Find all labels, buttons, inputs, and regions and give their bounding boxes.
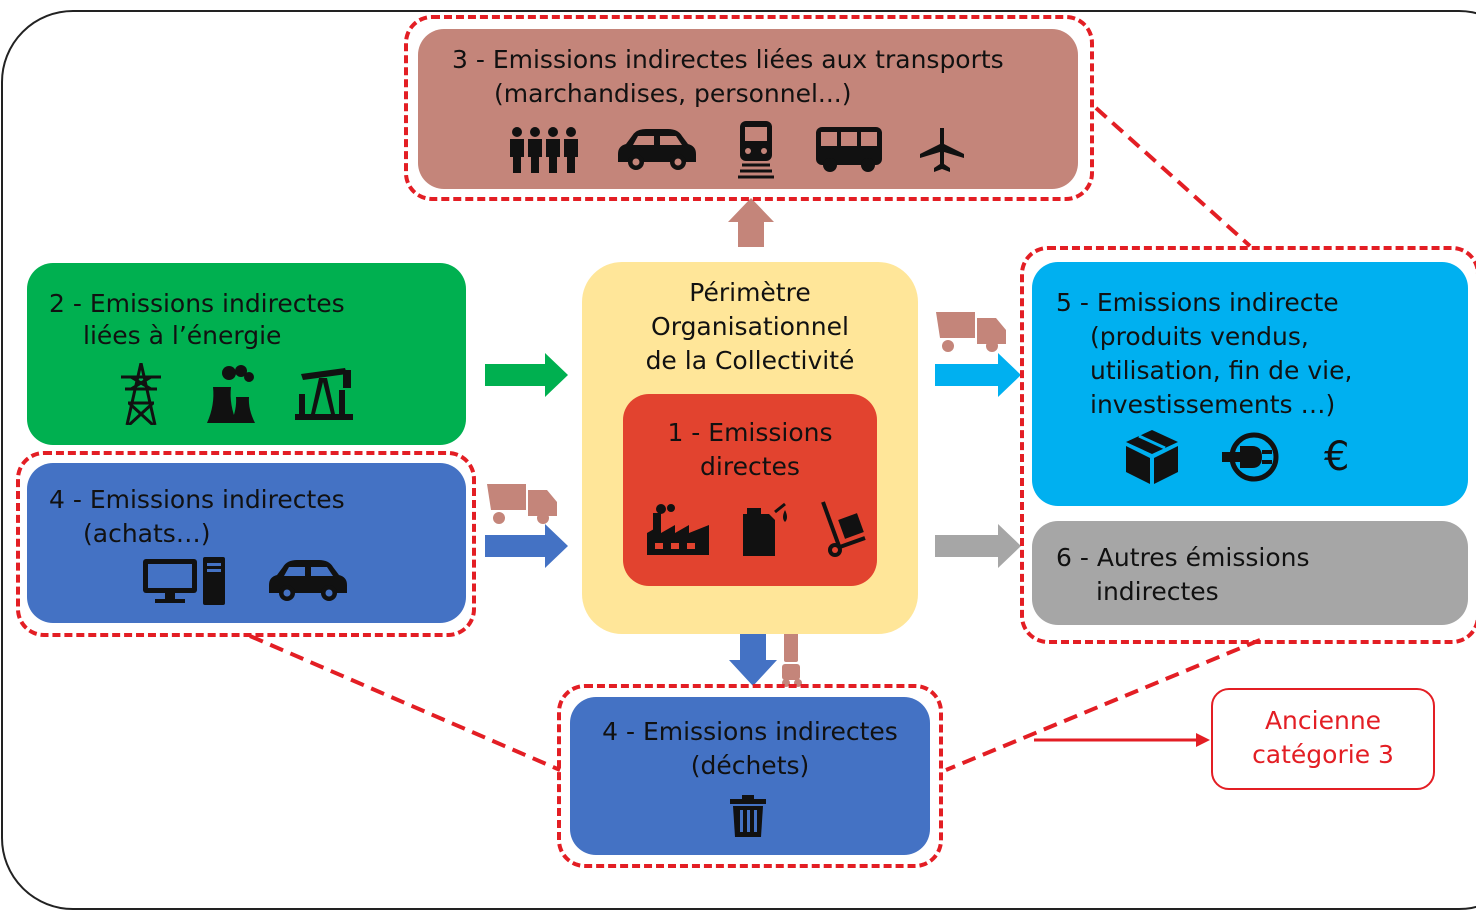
waste-title: 4 - Emissions indirectes bbox=[602, 717, 898, 746]
legend-box: Ancienne catégorie 3 bbox=[1211, 688, 1435, 790]
direct-subtitle: directes bbox=[700, 452, 800, 481]
pylon-icon bbox=[121, 363, 161, 425]
energy-icons bbox=[119, 363, 353, 425]
direct-title: 1 - Emissions bbox=[667, 418, 833, 447]
perimeter-line-3: de la Collectivité bbox=[645, 346, 855, 375]
other-title: 6 - Autres émissions bbox=[1056, 543, 1310, 572]
purchases-emissions-box: 4 - Emissions indirectes (achats…) bbox=[27, 463, 466, 623]
car-icon bbox=[269, 560, 347, 601]
transport-icons bbox=[508, 121, 964, 179]
legend-line-2: catégorie 3 bbox=[1252, 740, 1394, 769]
bus-icon bbox=[816, 127, 882, 172]
sold-line-4: investissements …) bbox=[1090, 390, 1336, 419]
waste-subtitle: (déchets) bbox=[690, 751, 810, 780]
waste-dashed-outline bbox=[557, 684, 943, 868]
computer-icon bbox=[143, 557, 225, 605]
energy-subtitle: liées à l’énergie bbox=[83, 321, 282, 350]
purchases-icons bbox=[143, 557, 347, 605]
jerrycan-icon bbox=[743, 502, 787, 556]
trash-icon bbox=[730, 795, 766, 837]
hand-truck-icon bbox=[821, 501, 866, 557]
waste-icons bbox=[730, 795, 766, 837]
legend-line-1: Ancienne bbox=[1264, 706, 1382, 735]
factory-icon bbox=[647, 504, 709, 555]
purchases-subtitle: (achats…) bbox=[83, 519, 211, 548]
sold-line-3: utilisation, fin de vie, bbox=[1090, 356, 1353, 385]
other-emissions-box: 6 - Autres émissions indirectes bbox=[1032, 521, 1468, 625]
plug-icon bbox=[1222, 432, 1279, 482]
plane-icon bbox=[920, 128, 964, 172]
direct-icons bbox=[647, 500, 873, 558]
other-subtitle: indirectes bbox=[1096, 577, 1219, 606]
car-icon bbox=[618, 129, 696, 170]
sold-icons: € bbox=[1126, 430, 1349, 484]
perimeter-line-1: Périmètre bbox=[689, 278, 811, 307]
sold-title: 5 - Emissions indirecte bbox=[1056, 288, 1339, 317]
sold-other-dashed-outline bbox=[1020, 246, 1476, 644]
transport-title: 3 - Emissions indirectes liées aux trans… bbox=[452, 45, 1004, 74]
purchases-title: 4 - Emissions indirectes bbox=[49, 485, 345, 514]
direct-emissions-box: 1 - Emissions directes bbox=[623, 394, 877, 586]
oil-pump-icon bbox=[295, 368, 353, 420]
transport-dashed-outline bbox=[404, 15, 1094, 201]
power-plant-icon bbox=[207, 365, 255, 423]
diagram: 3 - Emissions indirectes liées aux trans… bbox=[1, 10, 1476, 910]
energy-title: 2 - Emissions indirectes bbox=[49, 289, 345, 318]
perimeter-line-2: Organisationnel bbox=[651, 312, 849, 341]
box-icon bbox=[1126, 430, 1178, 484]
sold-products-emissions-box: 5 - Emissions indirecte (produits vendus… bbox=[1032, 262, 1468, 506]
transport-subtitle: (marchandises, personnel...) bbox=[494, 79, 852, 108]
people-icon bbox=[510, 127, 578, 173]
euro-icon: € bbox=[1324, 434, 1350, 480]
train-icon bbox=[738, 121, 774, 179]
waste-emissions-box: 4 - Emissions indirectes (déchets) bbox=[570, 697, 930, 855]
purchases-dashed-outline bbox=[16, 451, 476, 637]
sold-line-2: (produits vendus, bbox=[1090, 322, 1309, 351]
energy-emissions-box: 2 - Emissions indirectes liées à l’énerg… bbox=[27, 263, 466, 445]
transport-emissions-box: 3 - Emissions indirectes liées aux trans… bbox=[418, 29, 1078, 189]
